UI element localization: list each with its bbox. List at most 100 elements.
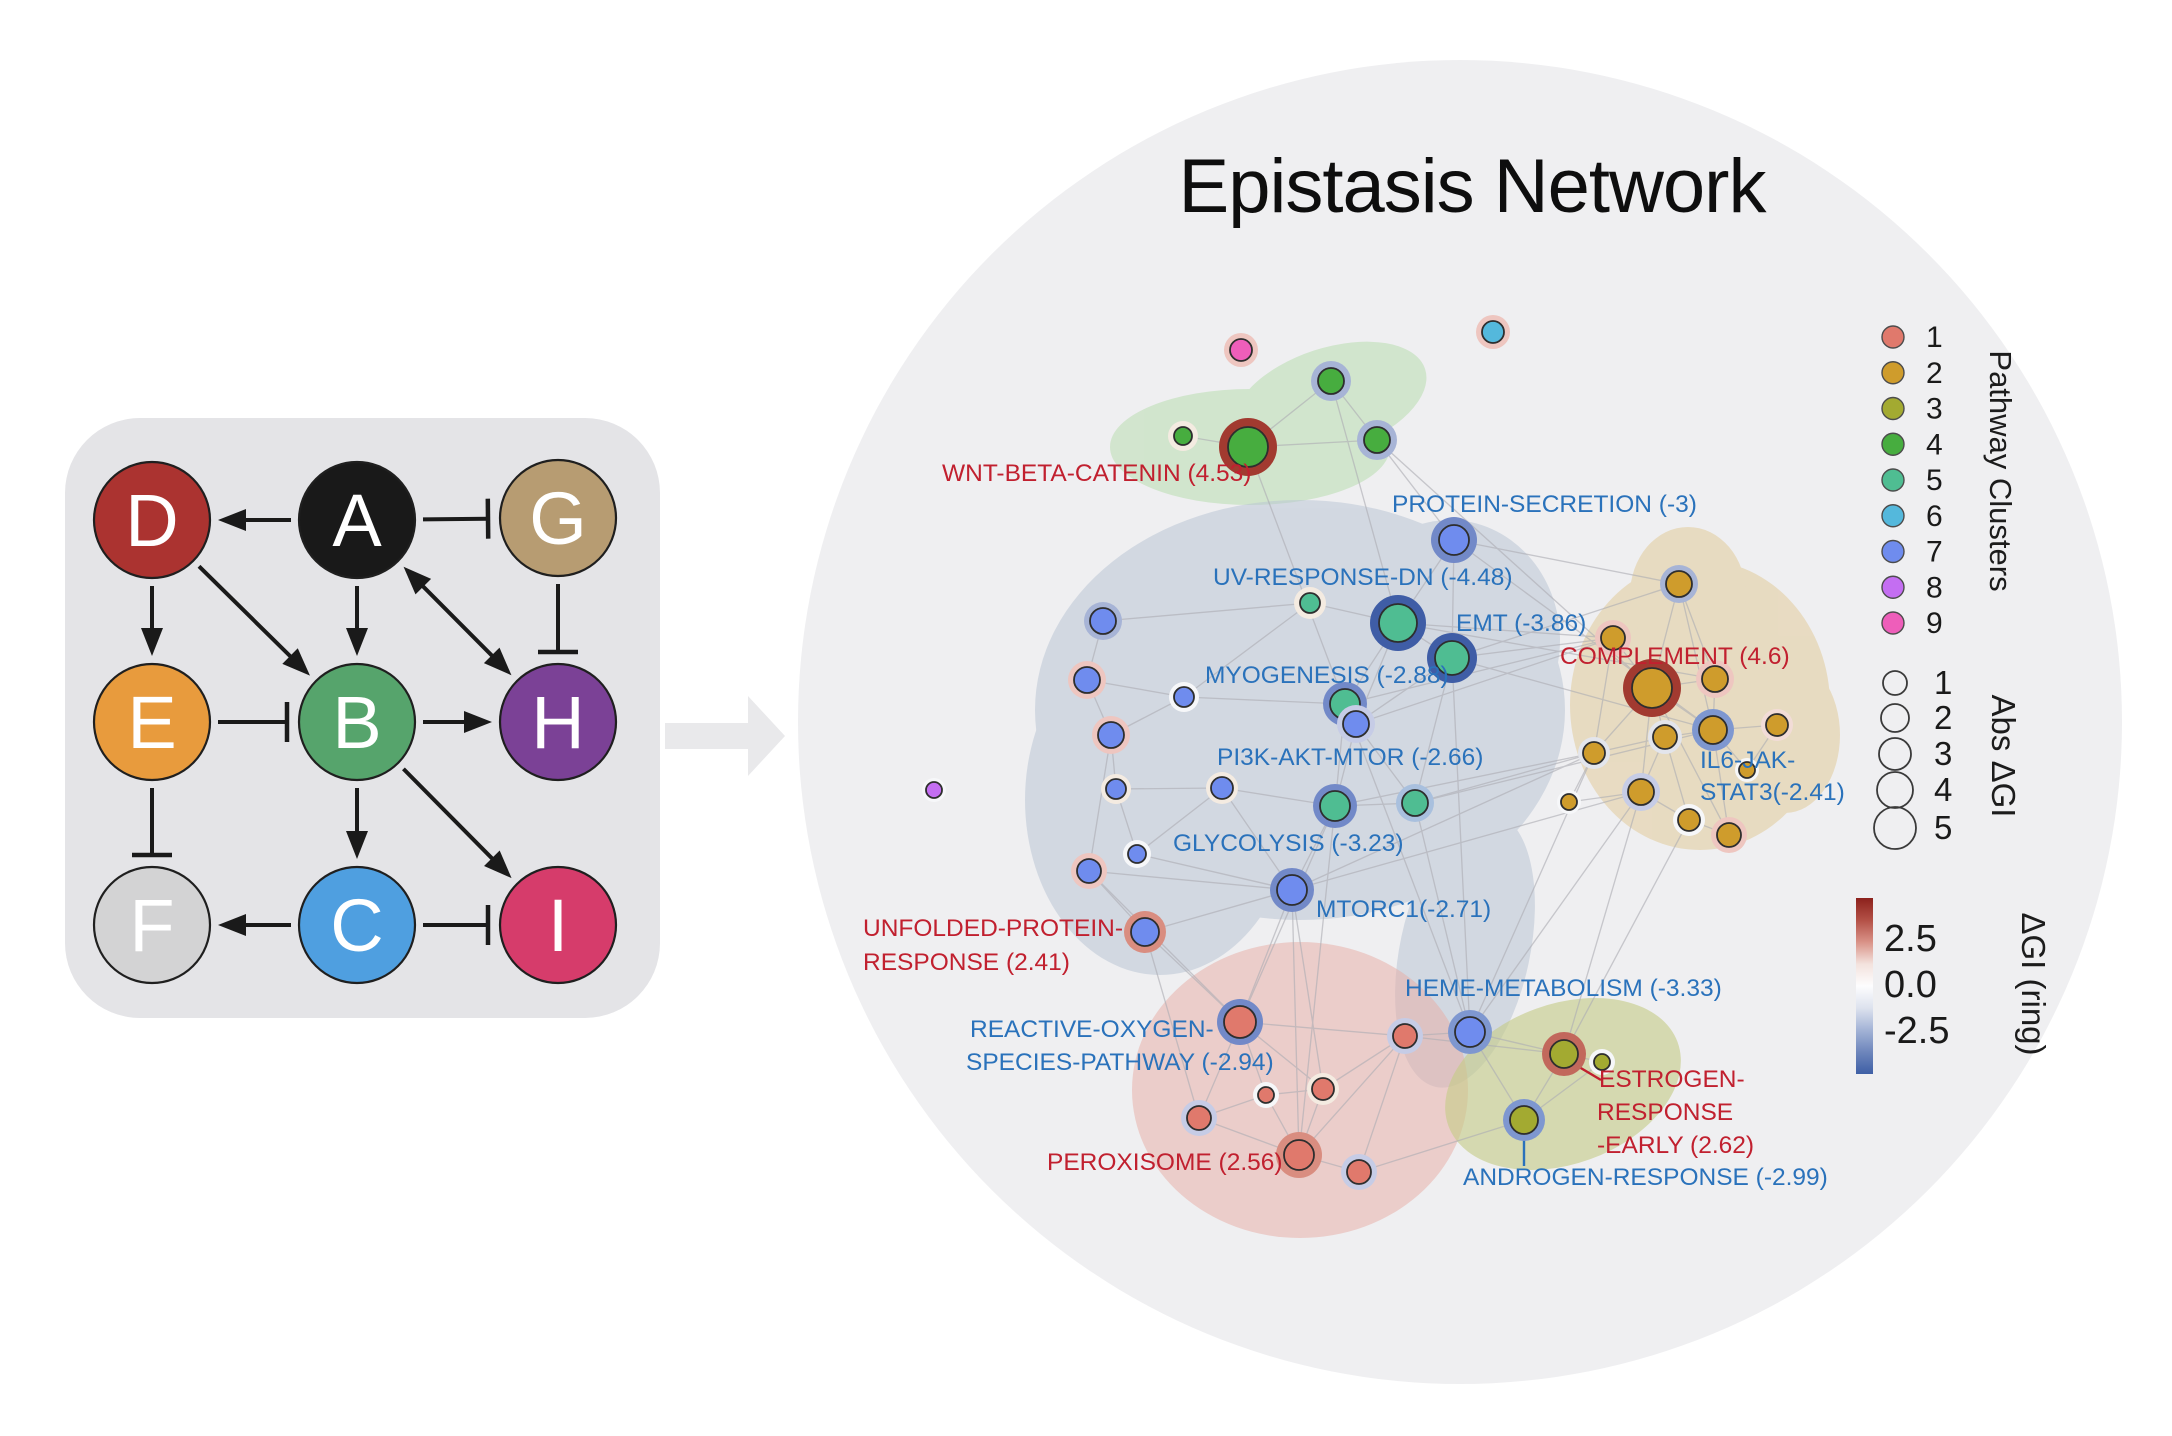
edge-line [413,577,502,665]
pathway-node-o2 [1589,1049,1615,1075]
pathway-node-core-o3 [1509,1105,1539,1135]
legend-colorbar: 2.50.0-2.5 [1856,898,1949,1074]
pathway-node-s12 [1206,772,1238,804]
legend-cluster-label-6: 6 [1926,500,1943,533]
arrowhead-icon [218,509,246,531]
pathway-node-t5 [1692,709,1734,751]
pathway-node-core-s9 [1342,710,1370,738]
legend-cluster-dot-6 [1881,504,1905,528]
edge-line [402,767,502,868]
network-edge-s13-p7 [1298,805,1336,1156]
network-edge-s4-t2 [1451,637,1614,659]
gene-node-B: B [297,662,417,782]
colorbar-gradient-bar [1856,898,1873,1074]
legend-cluster-dot-1 [1881,325,1905,349]
pathway-node-core-p2 [1392,1023,1418,1049]
legend-size-label-3: 3 [1934,735,1952,772]
transition-arrow-icon [665,696,785,776]
gene-node-circle-D [92,460,212,580]
gene-node-circle-A [297,460,417,580]
colorbar-tick-0.0: 0.0 [1884,964,1937,1006]
network-edge-t2-t8 [1593,637,1614,754]
pathway-node-core-g1 [1173,426,1193,446]
pathway-label-16: PEROXISOME (2.56) [1047,1149,1283,1176]
pathway-node-p8 [1341,1154,1377,1190]
pathway-node-p1 [1217,999,1263,1045]
pathway-node-core-t5 [1698,715,1728,745]
pathway-node-s11 [1101,774,1131,804]
network-edge-s17-p7 [1291,889,1300,1156]
arrowhead-icon [483,647,512,676]
gene-node-label-F: F [129,884,174,967]
network-edge-s17-p5 [1291,889,1324,1090]
gene-node-G: G [498,458,618,578]
gene-node-circle-E [92,662,212,782]
legend-size-circle-5 [1873,806,1917,850]
pathway-node-core-t1 [1665,570,1693,598]
pathway-node-core-s14 [1401,789,1429,817]
pathway-label-10: STAT3(-2.41) [1700,779,1845,806]
network-edge-s4-p3 [1451,657,1471,1033]
network-edge-s14-t8 [1414,752,1595,804]
legend-colorbar-title: ΔGI (ring) [2015,912,2052,1055]
pathway-node-t9 [1557,790,1581,814]
arrowhead-icon [464,711,492,733]
pathway-label-3: EMT (-3.86) [1456,610,1586,637]
network-edge-s5-s2 [1102,602,1311,622]
pathway-node-s2 [1294,587,1326,619]
network-edge-s8-t2 [1344,637,1614,705]
pathway-node-p4 [1253,1082,1279,1108]
arrowhead-icon [346,628,368,656]
gene-node-I: I [498,865,618,985]
pathway-node-t8 [1578,737,1610,769]
pathway-node-core-t11 [1738,761,1756,779]
arrowhead-icon [484,850,512,879]
pathway-node-t7 [1761,709,1793,741]
pathway-node-core-t7 [1765,713,1789,737]
pathway-node-t11 [1735,758,1759,782]
pathway-node-core-s17 [1276,874,1308,906]
gene-edge-D-B [197,564,310,676]
gene-node-circle-B [297,662,417,782]
pathway-node-core-g4 [1363,426,1391,454]
pathway-node-core-s10 [1097,721,1125,749]
pathway-node-core-s15 [1127,844,1147,864]
network-edge-s12-s15 [1136,787,1223,855]
network-edge-g3-s3 [1330,380,1399,624]
pathway-node-core-s18 [1130,917,1160,947]
pathway-node-core-p1 [1223,1005,1257,1039]
pathway-label-15: HEME-METABOLISM (-3.33) [1405,975,1722,1002]
pathway-node-core-i3 [925,781,943,799]
network-edge-p3-t10 [1469,791,1642,1033]
pathway-node-p7 [1276,1132,1322,1178]
gene-edge-E-B [218,702,290,742]
pathway-node-core-t13 [1716,822,1742,848]
network-edge-s11-s12 [1115,787,1223,790]
gene-node-label-C: C [330,884,383,967]
gene-node-F: F [92,865,212,985]
legend-size-label-4: 4 [1934,771,1952,808]
pathway-node-core-p5 [1311,1077,1335,1101]
pathway-node-t2 [1595,620,1631,656]
pathway-node-g3 [1311,361,1351,401]
network-edge-s14-p3 [1414,802,1471,1033]
pathway-node-s17 [1270,868,1314,912]
network-edge-o3-p8 [1358,1119,1525,1173]
pathway-node-core-p7 [1283,1139,1315,1171]
pathway-label-20: ANDROGEN-RESPONSE (-2.99) [1463,1164,1828,1191]
legend-clusters-title: Pathway Clusters [1983,350,2018,591]
legend-size-label-5: 5 [1934,809,1952,846]
pathway-node-p6 [1181,1100,1217,1136]
pathway-node-t4 [1696,660,1734,698]
gene-edge-B-C [346,788,368,859]
pathway-node-core-p4 [1257,1086,1275,1104]
arrowhead-icon [403,566,432,595]
pathway-node-s3 [1370,595,1426,651]
gene-edge-A-D [218,509,291,531]
pathway-node-t6 [1648,720,1682,754]
legend-cluster-dot-4 [1881,432,1905,456]
gene-edge-B-H [423,711,492,733]
legend-cluster-label-9: 9 [1926,607,1943,640]
network-edge-s1-t1 [1453,539,1680,585]
